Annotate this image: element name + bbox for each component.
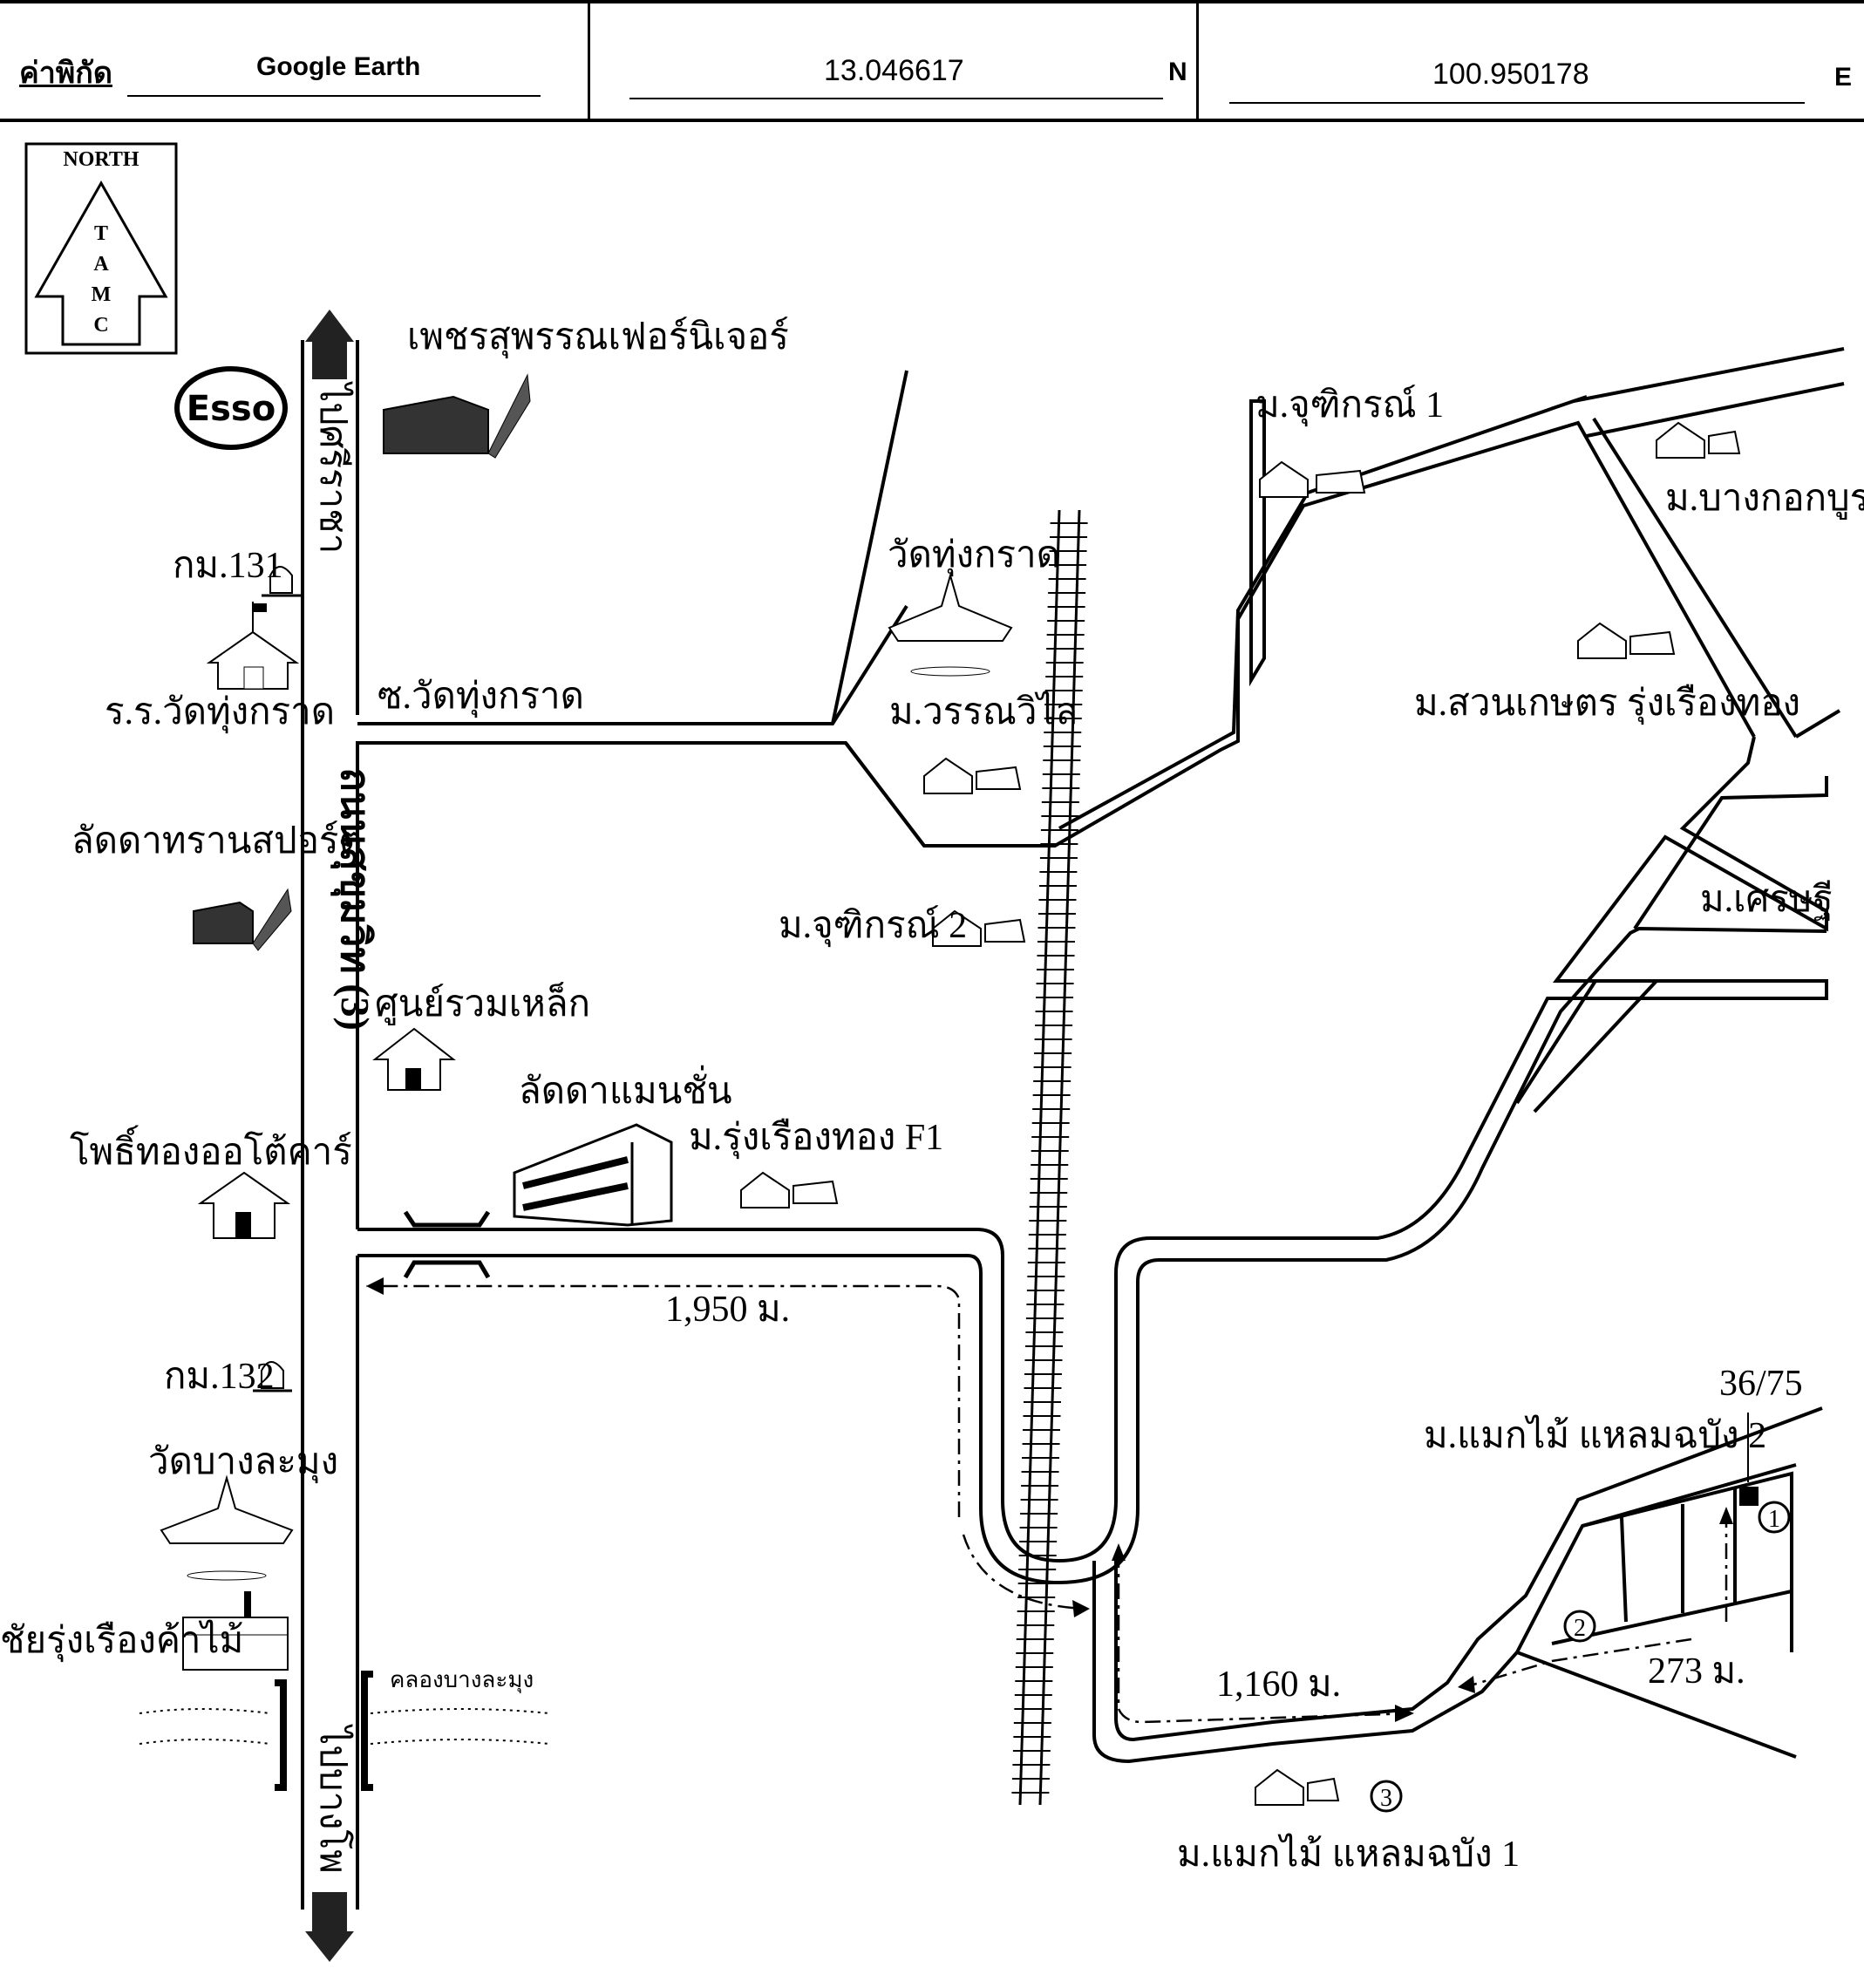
route-path bbox=[366, 1284, 961, 1517]
village-icon bbox=[932, 909, 1026, 947]
soi-road bbox=[357, 347, 1845, 848]
railway bbox=[1011, 509, 1088, 1806]
marker-3: 3 bbox=[1370, 1780, 1403, 1813]
place-label: ลัดดาทรานสปอร์ต bbox=[71, 820, 363, 861]
place-label: ม.แมกไม้ แหลมฉบัง 1 bbox=[1177, 1833, 1520, 1875]
svg-text:1: 1 bbox=[1768, 1506, 1780, 1533]
village-icon bbox=[1577, 622, 1676, 659]
latitude-value: 13.046617 bbox=[824, 54, 964, 87]
temple-icon bbox=[160, 1474, 294, 1581]
underline bbox=[629, 98, 1163, 99]
esso-logo: Esso bbox=[174, 366, 288, 450]
south-arrowhead bbox=[305, 1931, 354, 1962]
header-divider bbox=[1196, 3, 1199, 122]
canal-label: คลองบางละมุง bbox=[390, 1667, 534, 1693]
km-post-icon bbox=[262, 566, 301, 597]
place-label: ม.เศรษฐี bbox=[1700, 880, 1833, 921]
village-icon bbox=[1259, 460, 1366, 498]
coord-label: ค่าพิกัด bbox=[19, 58, 112, 90]
marker-1: 1 bbox=[1758, 1501, 1791, 1534]
to-south-label: ไปบางโพ bbox=[312, 1724, 355, 1874]
place-label: โพธิ์ทองออโต้คาร์ bbox=[70, 1125, 352, 1173]
lumber-shop-icon bbox=[182, 1591, 289, 1671]
coord-source: Google Earth bbox=[256, 52, 421, 81]
place-label: ม.รุ่งเรืองทอง F1 bbox=[689, 1118, 943, 1160]
village-icon bbox=[1255, 1768, 1340, 1806]
lower-road bbox=[1092, 1406, 1823, 1764]
place-label: ม.วรรณวิไล bbox=[889, 691, 1078, 732]
warehouse-icon bbox=[193, 888, 292, 951]
house-number-label: 36/75 bbox=[1719, 1364, 1803, 1404]
esso-text: Esso bbox=[187, 389, 276, 429]
coordinate-header: ค่าพิกัด Google Earth 13.046617 N 100.95… bbox=[0, 0, 1864, 122]
main-road bbox=[301, 310, 359, 1962]
north-letter: T bbox=[94, 222, 108, 245]
place-label: เพชรสุพรรณเฟอร์นิเจอร์ bbox=[407, 317, 789, 359]
place-label: ชัยรุ่งเรืองค้าไม้ bbox=[0, 1619, 243, 1663]
place-label: วัดบางละมุง bbox=[148, 1442, 338, 1484]
place-label: ร.ร.วัดทุ่งกราด bbox=[105, 692, 335, 734]
place-label: ม.แมกไม้ แหลมฉบัง 2 bbox=[1424, 1414, 1766, 1456]
marker-2: 2 bbox=[1563, 1610, 1596, 1643]
village-icon bbox=[740, 1171, 839, 1208]
route-path bbox=[962, 1534, 1086, 1610]
north-arrow: NORTH T A M C bbox=[24, 142, 178, 355]
north-title: NORTH bbox=[63, 148, 139, 171]
place-label: ศูนย์รวมเหล็ก bbox=[375, 982, 590, 1025]
bridge bbox=[403, 1260, 491, 1279]
mansion-building-icon bbox=[513, 1123, 673, 1227]
school-icon bbox=[206, 602, 300, 690]
svg-text:3: 3 bbox=[1380, 1785, 1392, 1812]
distance-label: 1,950 ม. bbox=[665, 1290, 790, 1330]
route-path bbox=[1464, 1637, 1692, 1689]
underline bbox=[1229, 102, 1805, 104]
north-letter: C bbox=[93, 314, 108, 337]
north-letter: M bbox=[92, 283, 112, 306]
place-label: วัดทุ่งกราด bbox=[888, 535, 1060, 577]
north-arrowhead bbox=[305, 310, 354, 342]
place-label: ม.สวนเกษตร รุ่งเรืองทอง bbox=[1414, 684, 1800, 725]
bridge bbox=[403, 1210, 491, 1228]
place-label: ม.จุฑิกรณ์ 1 bbox=[1255, 385, 1444, 427]
km-post-icon bbox=[253, 1361, 292, 1392]
place-label: กม.131 bbox=[173, 546, 283, 586]
longitude-value: 100.950178 bbox=[1432, 58, 1589, 91]
house-icon bbox=[372, 1027, 456, 1091]
place-label: ลัดดาแมนชั่น bbox=[519, 1065, 732, 1112]
soi-label: ซ.วัดทุ่งกราด bbox=[378, 677, 584, 718]
canal bbox=[139, 1671, 550, 1791]
header-divider bbox=[588, 3, 590, 122]
north-letter: A bbox=[93, 253, 109, 276]
svg-text:2: 2 bbox=[1574, 1615, 1586, 1642]
warehouse-icon bbox=[383, 373, 531, 459]
distance-label: 273 ม. bbox=[1648, 1651, 1745, 1692]
distance-label: 1,160 ม. bbox=[1216, 1665, 1341, 1705]
place-label: กม.132 bbox=[164, 1357, 275, 1397]
main-road-label: ถนนสุขุมวิท (3) bbox=[330, 767, 378, 1031]
route-path bbox=[1117, 1552, 1413, 1724]
underline bbox=[127, 95, 541, 97]
house-icon bbox=[197, 1171, 291, 1239]
place-label: ม.จุฑิกรณ์ 2 bbox=[779, 905, 967, 948]
to-north-label: ไปศรีราชา bbox=[312, 381, 354, 554]
temple-icon bbox=[888, 572, 1013, 677]
village-icon bbox=[1656, 421, 1741, 459]
latitude-dir: N bbox=[1168, 58, 1187, 86]
village-icon bbox=[923, 757, 1022, 794]
longitude-dir: E bbox=[1834, 63, 1853, 92]
place-label: ม.บางกอกบูรพา bbox=[1665, 479, 1864, 520]
route-map: NORTH T A M C ถนนสุขุมวิท (3) ไปศรีราชา … bbox=[0, 142, 1864, 1962]
destination-plot bbox=[1739, 1487, 1759, 1506]
main-access-road bbox=[357, 736, 1828, 1585]
